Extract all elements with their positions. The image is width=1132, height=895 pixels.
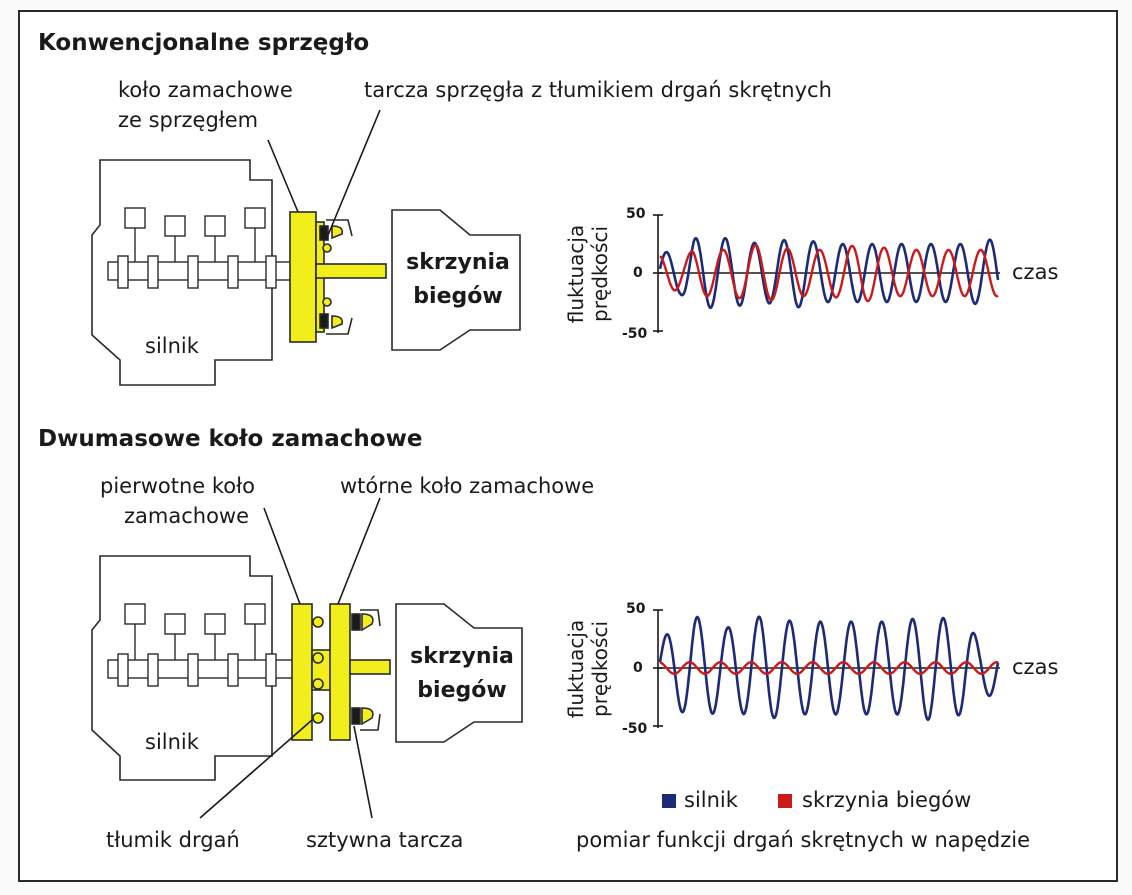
top-chart-tick-minus50: -50 <box>622 326 648 342</box>
top-engine-block <box>91 159 273 386</box>
bottom-chart-ylabel-line1: fluktuacja <box>564 619 588 719</box>
top-chart-ylabel-line2: prędkości <box>588 226 612 322</box>
bottom-crankshaft <box>107 603 297 687</box>
bottom-damper-label: tłumik drgań <box>106 828 240 852</box>
top-chart-tick-50: 50 <box>626 206 646 222</box>
legend-engine-label: silnik <box>684 788 738 812</box>
bottom-primary-flywheel-label-line2: zamachowe <box>124 504 250 528</box>
bottom-chart-tick-0: 0 <box>633 660 643 676</box>
bottom-chart-series-gearbox <box>659 661 999 675</box>
top-chart-series-engine <box>658 236 1000 310</box>
top-flywheel <box>289 211 387 343</box>
bottom-chart-ylabel-line2: prędkości <box>588 621 612 717</box>
legend-gearbox-label: skrzynia biegów <box>802 788 972 812</box>
legend-engine-swatch <box>662 794 676 808</box>
bottom-chart-tick-50: 50 <box>626 601 646 617</box>
bottom-chart-xlabel: czas <box>1012 655 1059 679</box>
top-speed-fluctuation-chart <box>653 214 1000 333</box>
bottom-engine-block <box>91 555 273 781</box>
bottom-chart-ylabel: fluktuacja prędkości <box>564 599 612 739</box>
bottom-secondary-flywheel-label: wtórne koło zamachowe <box>340 474 595 498</box>
bottom-dual-mass-flywheel <box>291 603 391 741</box>
top-chart-ylabel-line1: fluktuacja <box>564 224 588 324</box>
top-section-title: Konwencjonalne sprzęgło <box>38 30 370 56</box>
diagram-frame <box>18 10 1118 882</box>
bottom-section-title: Dwumasowe koło zamachowe <box>38 426 423 452</box>
top-flywheel-label-line1: koło zamachowe <box>118 78 293 102</box>
bottom-primary-flywheel-label-line1: pierwotne koło <box>100 474 255 498</box>
top-chart-ylabel: fluktuacja prędkości <box>564 204 612 344</box>
bottom-chart-series-engine <box>658 615 1000 722</box>
bottom-leader-lines <box>199 497 381 819</box>
legend-gearbox-swatch <box>778 794 792 808</box>
bottom-gearbox-label-line1: skrzynia <box>410 644 514 669</box>
top-clutch-disc-label: tarcza sprzęgła z tłumikiem drgań skrętn… <box>364 78 832 102</box>
top-crankshaft <box>107 207 297 289</box>
top-chart-tick-0: 0 <box>633 265 643 281</box>
bottom-chart-tick-minus50: -50 <box>622 721 648 737</box>
top-chart-series-gearbox <box>659 243 999 303</box>
top-engine-label: silnik <box>145 334 199 358</box>
bottom-engine-label: silnik <box>145 730 199 754</box>
top-flywheel-label-line2: ze sprzęgłem <box>118 108 259 132</box>
bottom-speed-fluctuation-chart <box>653 609 1000 728</box>
top-chart-xlabel: czas <box>1012 260 1059 284</box>
top-gearbox-label-line2: biegów <box>413 284 503 309</box>
bottom-rigid-disc-label: sztywna tarcza <box>306 828 464 852</box>
bottom-gearbox-housing <box>395 603 523 743</box>
bottom-gearbox-label-line2: biegów <box>417 678 507 703</box>
legend-caption: pomiar funkcji drgań skrętnych w napędzi… <box>576 828 1031 852</box>
top-gearbox-label-line1: skrzynia <box>406 250 510 275</box>
top-leader-lines <box>267 109 381 241</box>
top-gearbox-housing <box>391 209 521 351</box>
